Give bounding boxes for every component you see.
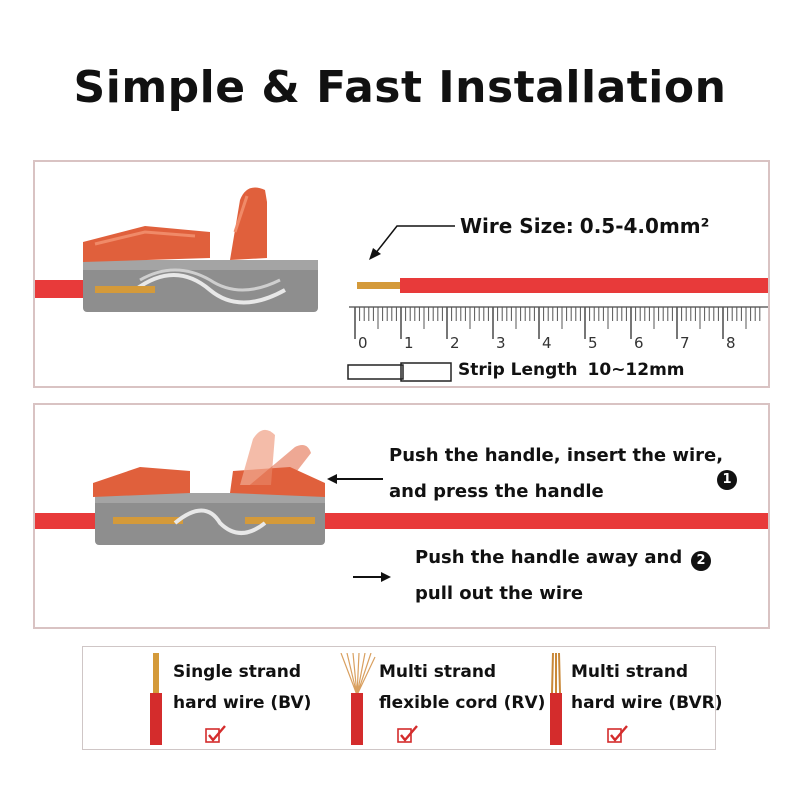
strip-length-label: Strip Length — [458, 360, 578, 380]
multi-strand-flexible-icon — [340, 653, 376, 745]
wire-type-3-line2: hard wire (BVR) — [571, 693, 723, 713]
step1-badge: 1 — [717, 470, 737, 490]
strip-diagram-core — [347, 364, 404, 380]
ruler-number: 7 — [680, 334, 690, 352]
step2-line1: Push the handle away and — [415, 547, 683, 568]
wire-type-2-line1: Multi strand — [379, 662, 497, 682]
copper-pin — [95, 286, 155, 293]
wire-type-3: Multi strand hard wire (BVR) — [571, 657, 722, 719]
single-strand-wire-icon — [150, 653, 162, 745]
orange-handle-open — [230, 187, 267, 260]
wire-size-value: 0.5-4.0mm² — [579, 214, 710, 238]
wire-size-label: Wire Size:0.5-4.0mm² — [460, 214, 709, 238]
wire-type-1-line2: hard wire (BV) — [173, 693, 312, 713]
strip-length: Strip Length 10~12mm — [458, 360, 685, 380]
wire-type-2-line2: flexible cord (RV) — [379, 693, 546, 713]
step2-badge: 2 — [691, 551, 711, 571]
ruler — [349, 306, 768, 339]
multi-strand-hard-icon — [550, 653, 562, 745]
strip-diagram-insulation — [400, 362, 452, 382]
check-icon — [607, 725, 628, 743]
page-title: Simple & Fast Installation — [73, 62, 727, 113]
connector-illustration-2 — [35, 429, 768, 582]
wire-spec-panel: Wire Size:0.5-4.0mm² 0 1 2 3 4 5 6 7 8 Strip Len… — [33, 160, 770, 388]
ruler-number: 5 — [588, 334, 598, 352]
step2-line2: pull out the wire — [415, 583, 584, 604]
ruler-number: 1 — [404, 334, 414, 352]
check-icon — [205, 725, 226, 743]
stripped-copper — [357, 282, 412, 289]
connector-illustration-1 — [35, 187, 768, 382]
connector-body-2 — [95, 493, 325, 545]
wire-type-3-line1: Multi strand — [571, 662, 689, 682]
step1-line2: and press the handle — [389, 481, 604, 502]
check-icon — [397, 725, 418, 743]
ruler-number: 3 — [496, 334, 506, 352]
step1-line1: Push the handle, insert the wire, — [389, 445, 724, 466]
ruler-number: 4 — [542, 334, 552, 352]
wire-size-text: Wire Size: — [460, 214, 574, 238]
strip-length-value: 10~12mm — [587, 360, 685, 380]
wire-type-2: Multi strand flexible cord (RV) — [379, 657, 545, 719]
wire-type-1-line1: Single strand — [173, 662, 301, 682]
ruler-number: 0 — [358, 334, 368, 352]
install-steps-panel: Push the handle, insert the wire, and pr… — [33, 403, 770, 629]
ruler-number: 6 — [634, 334, 644, 352]
ruler-number: 8 — [726, 334, 736, 352]
wire-types-panel: Single strand hard wire (BV) Multi stran… — [82, 646, 722, 750]
wire-type-1: Single strand hard wire (BV) — [173, 657, 311, 719]
orange-handle-left — [93, 467, 190, 497]
red-wire-left — [35, 280, 95, 298]
ruler-number: 2 — [450, 334, 460, 352]
red-wire-right — [400, 278, 768, 293]
